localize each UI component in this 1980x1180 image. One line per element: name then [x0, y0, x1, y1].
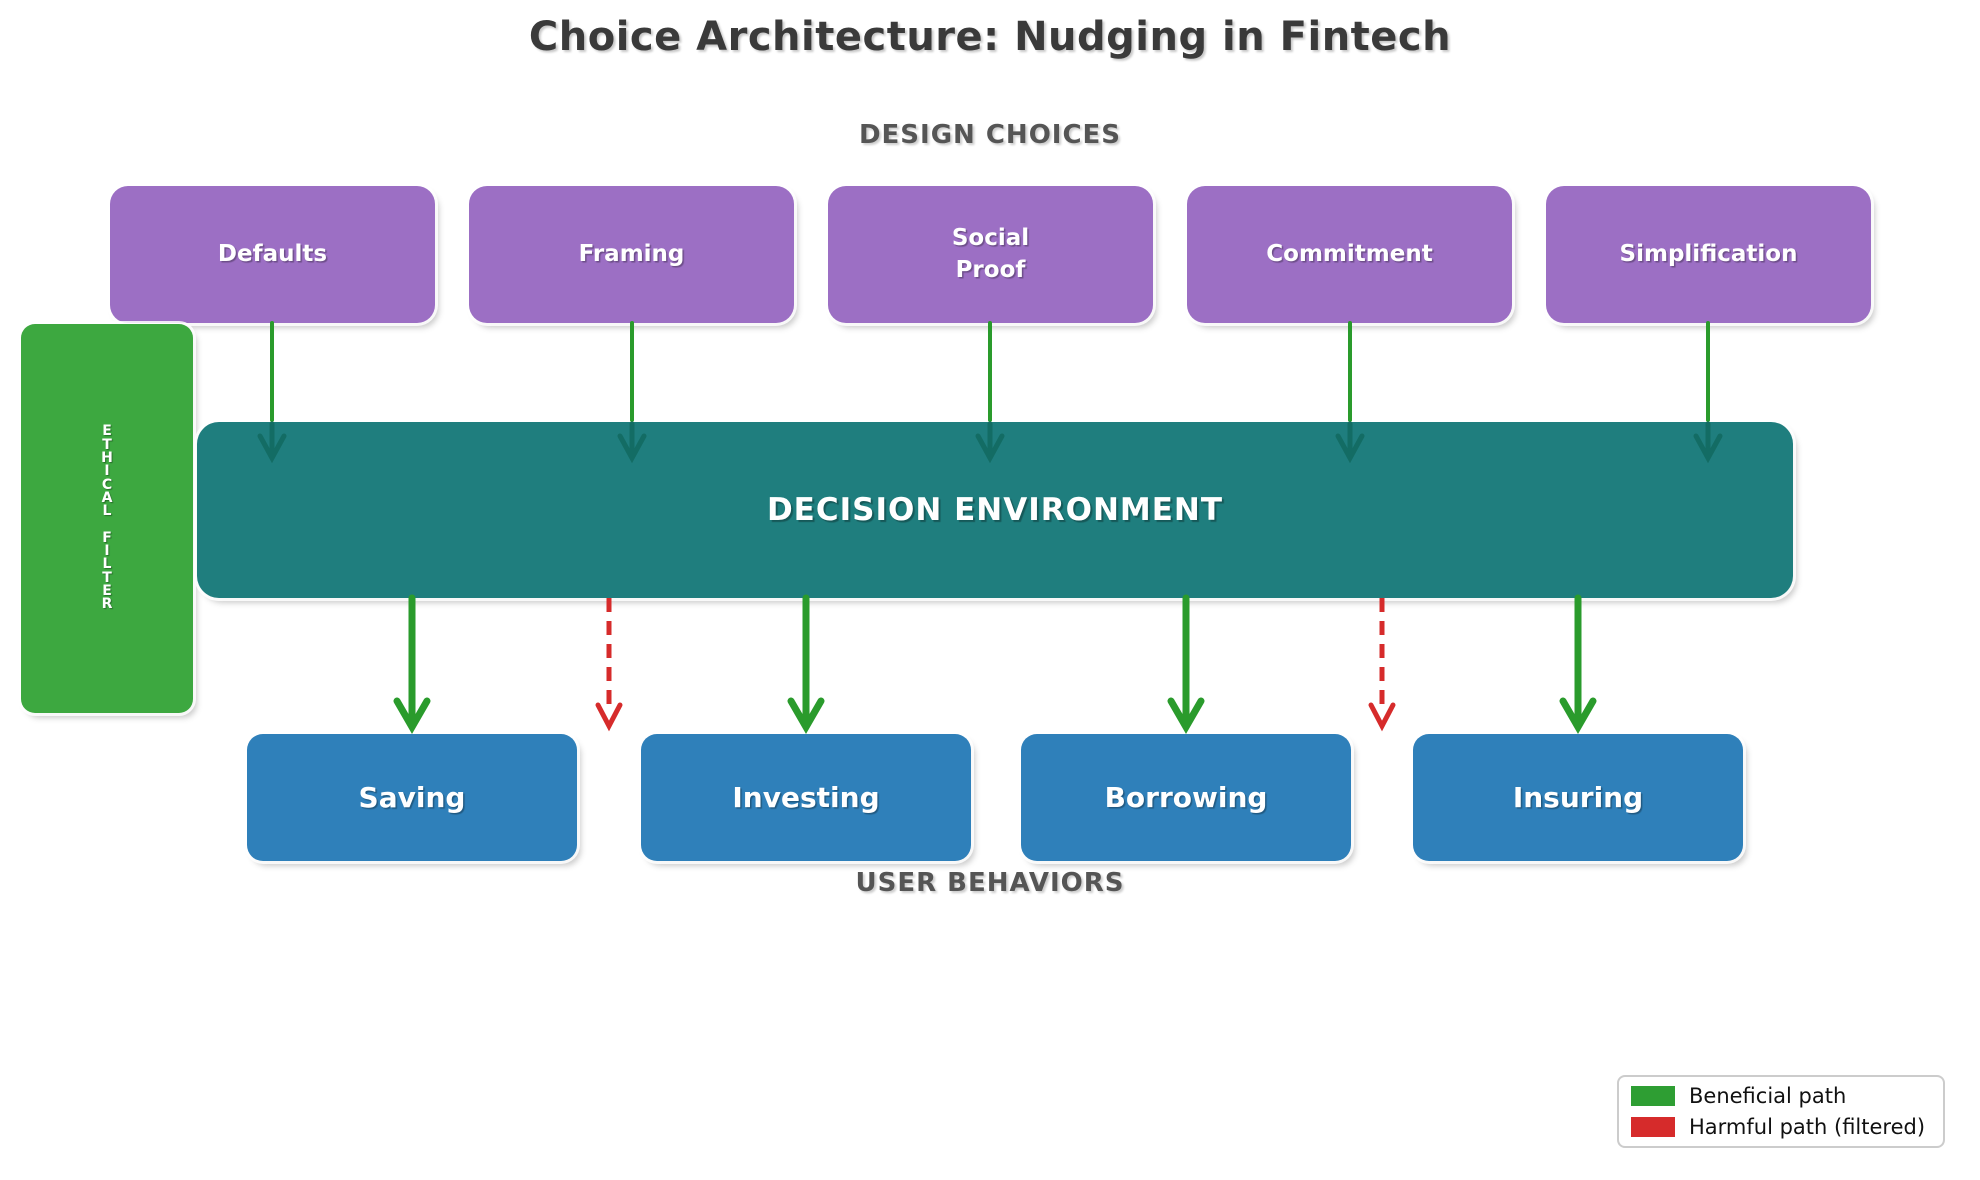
- beneficial-path-arrow-icon: [1167, 594, 1205, 735]
- behavior-box-borrowing: Borrowing: [1021, 734, 1351, 861]
- harmful-arrowhead-icon: [595, 702, 623, 732]
- harmful-arrowhead-icon: [1368, 702, 1396, 732]
- behavior-box-investing: Investing: [641, 734, 971, 861]
- behavior-box-insuring: Insuring: [1413, 734, 1743, 861]
- harmful-path-swatch-icon: [1631, 1117, 1675, 1137]
- beneficial-path-swatch-icon: [1631, 1086, 1675, 1106]
- nudge-down-arrows: [270, 321, 1710, 422]
- user-behaviors-heading: USER BEHAVIORS: [855, 868, 1125, 898]
- beneficial-path-arrow-icon: [787, 594, 825, 735]
- beneficial-path-arrow-icon: [393, 594, 431, 735]
- page-title: Choice Architecture: Nudging in Fintech: [528, 14, 1452, 60]
- design-choice-box-framing: Framing: [469, 186, 794, 323]
- harmful-path-arrows: [595, 598, 1396, 732]
- legend-box: Beneficial path Harmful path (filtered): [1617, 1075, 1945, 1148]
- design-choice-box-social-proof: Social Proof: [828, 186, 1153, 323]
- legend-item-harmful: Harmful path (filtered): [1631, 1115, 1931, 1139]
- legend-item-beneficial: Beneficial path: [1631, 1084, 1931, 1108]
- legend-label: Beneficial path: [1689, 1084, 1847, 1108]
- design-choices-heading: DESIGN CHOICES: [858, 120, 1122, 150]
- design-choice-box-defaults: Defaults: [110, 186, 435, 323]
- design-choice-box-simplification: Simplification: [1546, 186, 1871, 323]
- ethical-filter-box: E T H I C A L F I L T E R: [21, 324, 193, 713]
- legend-label: Harmful path (filtered): [1689, 1115, 1926, 1139]
- beneficial-path-arrow-icon: [1559, 594, 1597, 735]
- beneficial-path-arrows: [393, 594, 1597, 735]
- design-choice-box-commitment: Commitment: [1187, 186, 1512, 323]
- behavior-box-saving: Saving: [247, 734, 577, 861]
- decision-environment-bar: DECISION ENVIRONMENT: [197, 422, 1793, 598]
